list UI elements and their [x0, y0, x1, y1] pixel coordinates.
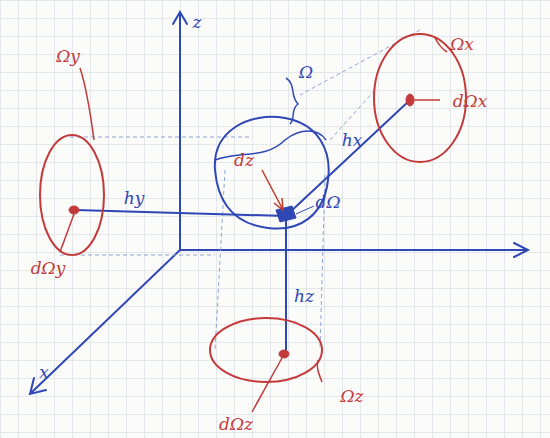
surface-elements: [69, 94, 414, 358]
element-label: dΩy: [29, 259, 68, 278]
volume: [215, 78, 329, 229]
axes: [30, 12, 528, 394]
axis-label: z: [191, 13, 204, 32]
distance-label: hx: [340, 131, 365, 150]
axis-label: x: [37, 363, 51, 382]
element-label: dz: [232, 151, 256, 170]
projection-label: Ωz: [338, 387, 365, 406]
distance-label: hz: [292, 287, 316, 306]
element-label: dΩx: [451, 92, 490, 111]
projections: [40, 34, 466, 412]
projection-lines: [60, 30, 420, 350]
element-label: dΩz: [217, 415, 255, 434]
projection-label: Ωy: [54, 47, 82, 66]
distance-label: hy: [122, 189, 147, 208]
element-label: dΩ: [314, 193, 343, 212]
projection-label: Ωx: [448, 35, 476, 54]
region-label: Ω: [297, 63, 315, 82]
distance-lines: [76, 100, 410, 352]
